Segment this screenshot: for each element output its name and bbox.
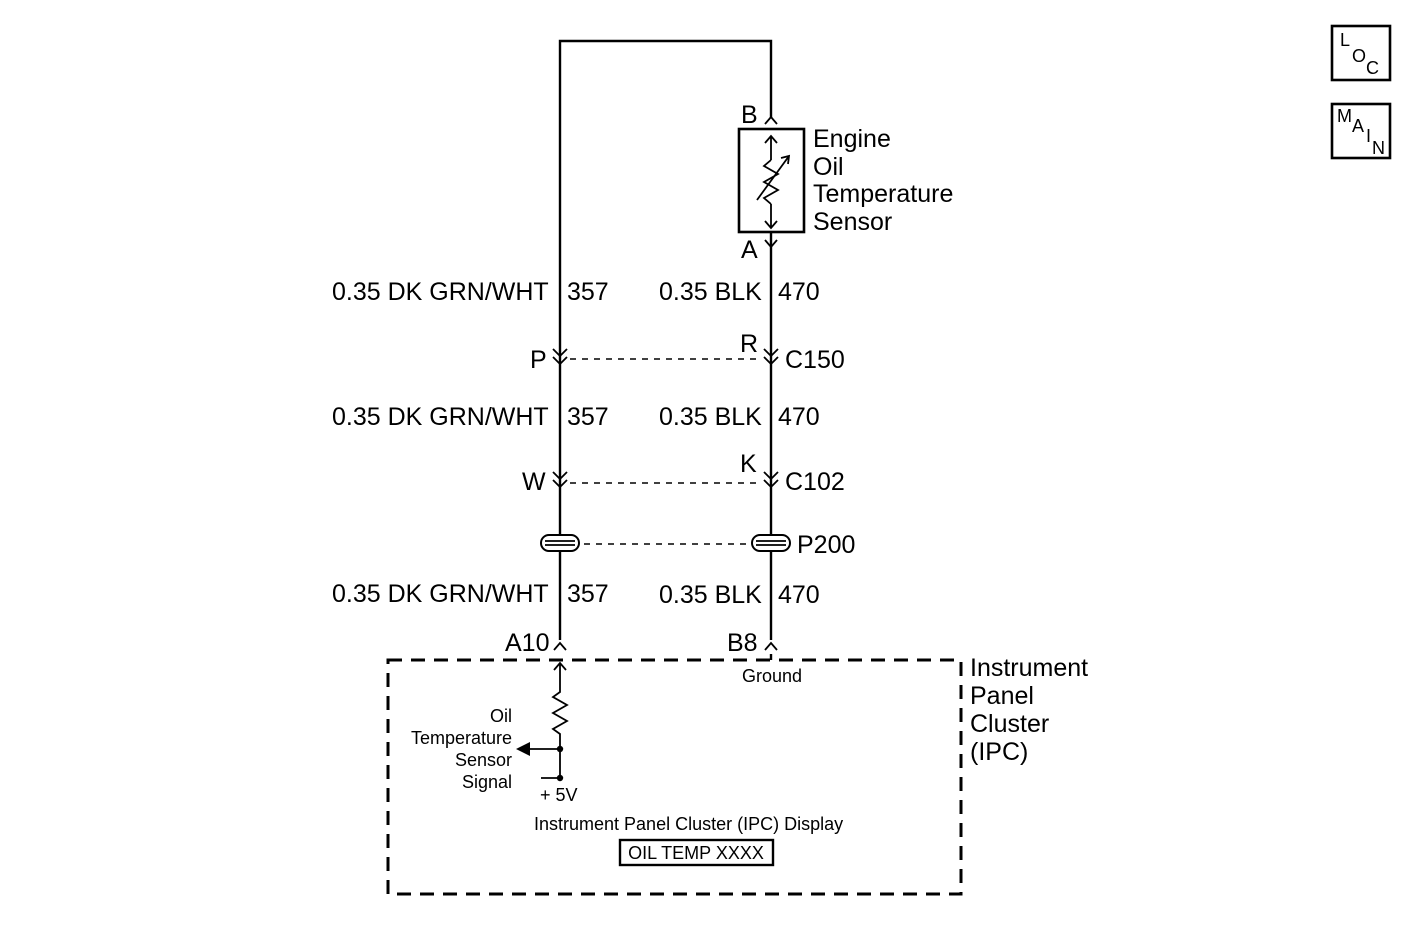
pin-b8-terminal: [764, 641, 778, 651]
signal-label-line1: Oil: [490, 706, 512, 726]
signal-label-line4: Signal: [462, 772, 512, 792]
ipc-display-text: OIL TEMP XXXX: [628, 843, 764, 863]
right-wire-label-2: 0.35 BLK: [659, 403, 762, 431]
pin-b-terminal: [764, 115, 778, 125]
sensor-label-line1: Engine: [813, 125, 891, 153]
c150-pin-p: P: [530, 346, 547, 374]
connector-p200: [540, 534, 791, 552]
sensor-label-line2: Oil: [813, 153, 844, 181]
ground-label: Ground: [742, 666, 802, 686]
ipc-label-line1: Instrument: [970, 654, 1088, 682]
connector-c150: [552, 348, 779, 366]
engine-oil-temperature-sensor: [737, 127, 806, 234]
c102-label: C102: [785, 468, 845, 496]
loc-letter-l: L: [1340, 30, 1350, 50]
main-button[interactable]: M A I N: [1330, 102, 1392, 160]
c102-pin-w: W: [522, 468, 546, 496]
sensor-label-line4: Sensor: [813, 208, 892, 236]
left-circuit-2: 357: [567, 403, 609, 431]
ipc-module-box: [386, 658, 963, 896]
top-loop-wire: [558, 39, 773, 350]
supply-5v-label: + 5V: [540, 785, 578, 805]
left-wire-label-1: 0.35 DK GRN/WHT: [332, 278, 549, 306]
loc-letter-o: O: [1352, 46, 1366, 66]
loc-letter-c: C: [1366, 58, 1379, 78]
pin-a10-terminal: [553, 641, 567, 651]
right-wire-label-3: 0.35 BLK: [659, 581, 762, 609]
left-circuit-3: 357: [567, 580, 609, 608]
main-letter-a: A: [1352, 116, 1364, 136]
main-letter-m: M: [1337, 106, 1352, 126]
loc-button[interactable]: L O C: [1330, 24, 1392, 82]
pin-b8-label: B8: [727, 629, 758, 657]
ipc-label-line3: Cluster: [970, 710, 1049, 738]
signal-label-line3: Sensor: [455, 750, 512, 770]
c102-pin-k: K: [740, 450, 757, 478]
ipc-display-label: Instrument Panel Cluster (IPC) Display: [534, 814, 843, 834]
ipc-pullup-circuit: [516, 661, 569, 782]
c150-label: C150: [785, 346, 845, 374]
c150-pin-r: R: [740, 330, 758, 358]
signal-label-line2: Temperature: [411, 728, 512, 748]
right-wire-label-1: 0.35 BLK: [659, 278, 762, 306]
connector-c102: [552, 471, 779, 489]
p200-label: P200: [797, 531, 855, 559]
right-circuit-2: 470: [778, 403, 820, 431]
main-letter-n: N: [1372, 138, 1385, 158]
pin-a-label: A: [741, 236, 758, 264]
pin-b-label: B: [741, 101, 758, 129]
main-letter-i: I: [1366, 126, 1371, 146]
sensor-label-line3: Temperature: [813, 180, 953, 208]
ipc-display-box: [618, 838, 775, 867]
right-circuit-3: 470: [778, 581, 820, 609]
left-circuit-1: 357: [567, 278, 609, 306]
left-wire-label-3: 0.35 DK GRN/WHT: [332, 580, 549, 608]
pin-a10-label: A10: [505, 629, 549, 657]
ipc-label-line2: Panel: [970, 682, 1034, 710]
right-circuit-1: 470: [778, 278, 820, 306]
left-wire-label-2: 0.35 DK GRN/WHT: [332, 403, 549, 431]
ipc-label-line4: (IPC): [970, 738, 1028, 766]
